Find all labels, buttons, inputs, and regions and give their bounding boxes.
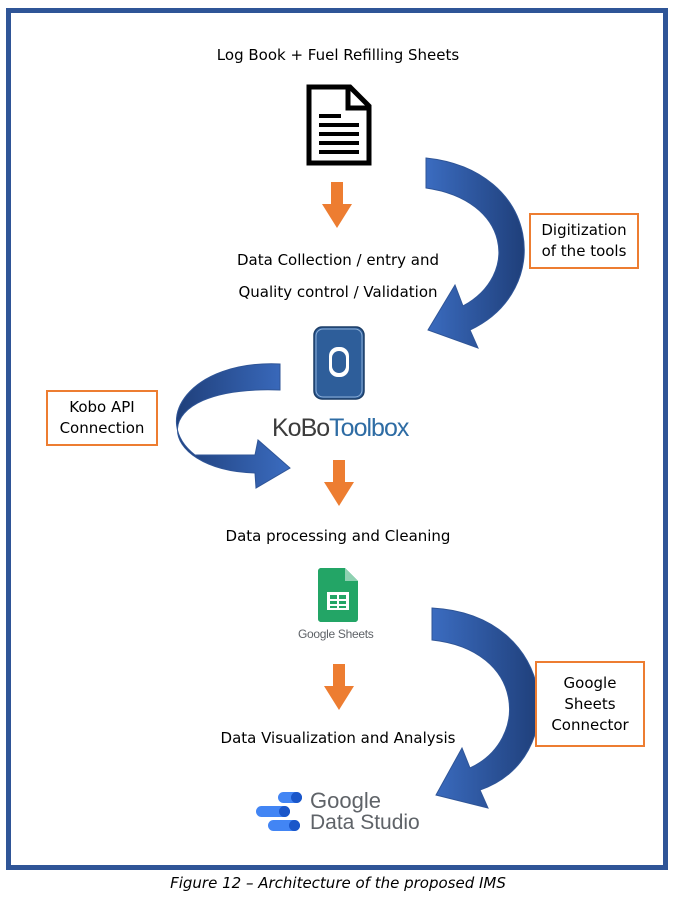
document-icon (306, 84, 372, 166)
digitization-line1: Digitization (541, 221, 627, 239)
gs-connector-callout: Google Sheets Connector (535, 661, 645, 747)
kobo-api-line2: Connection (59, 419, 145, 437)
gs-connector-line1: Google (563, 673, 617, 692)
kobo-toolbox-logo: KoBoToolbox (272, 414, 409, 443)
gs-connector-line2: Sheets (564, 694, 616, 713)
collection-label-line2: Quality control / Validation (238, 283, 438, 301)
collection-label-line1: Data Collection / entry and (236, 251, 440, 269)
processing-label: Data processing and Cleaning (225, 527, 451, 545)
data-studio-logo-text: Google Data Studio (310, 790, 420, 834)
digitization-line2: of the tools (541, 242, 627, 260)
data-studio-icon (256, 792, 302, 831)
source-label: Log Book + Fuel Refilling Sheets (216, 46, 460, 64)
kobo-api-line1: Kobo API (69, 398, 135, 416)
data-studio-line2: Data Studio (310, 811, 420, 834)
visualization-label: Data Visualization and Analysis (220, 729, 456, 747)
gs-connector-line3: Connector (551, 715, 629, 734)
kobo-phone-icon (313, 326, 365, 400)
kobo-api-callout: Kobo API Connection (46, 390, 158, 446)
down-arrow-2 (324, 460, 354, 506)
data-studio-line1: Google (310, 788, 381, 813)
down-arrow-3 (324, 664, 354, 710)
figure-caption: Figure 12 – Architecture of the proposed… (170, 874, 506, 892)
kobo-logo-part2: Toolbox (329, 414, 409, 442)
digitization-callout: Digitization of the tools (529, 213, 639, 269)
google-sheets-icon (318, 568, 358, 622)
down-arrow-1 (322, 182, 352, 228)
google-sheets-logo-text: Google Sheets (298, 627, 374, 641)
kobo-logo-part1: KoBo (272, 414, 330, 442)
